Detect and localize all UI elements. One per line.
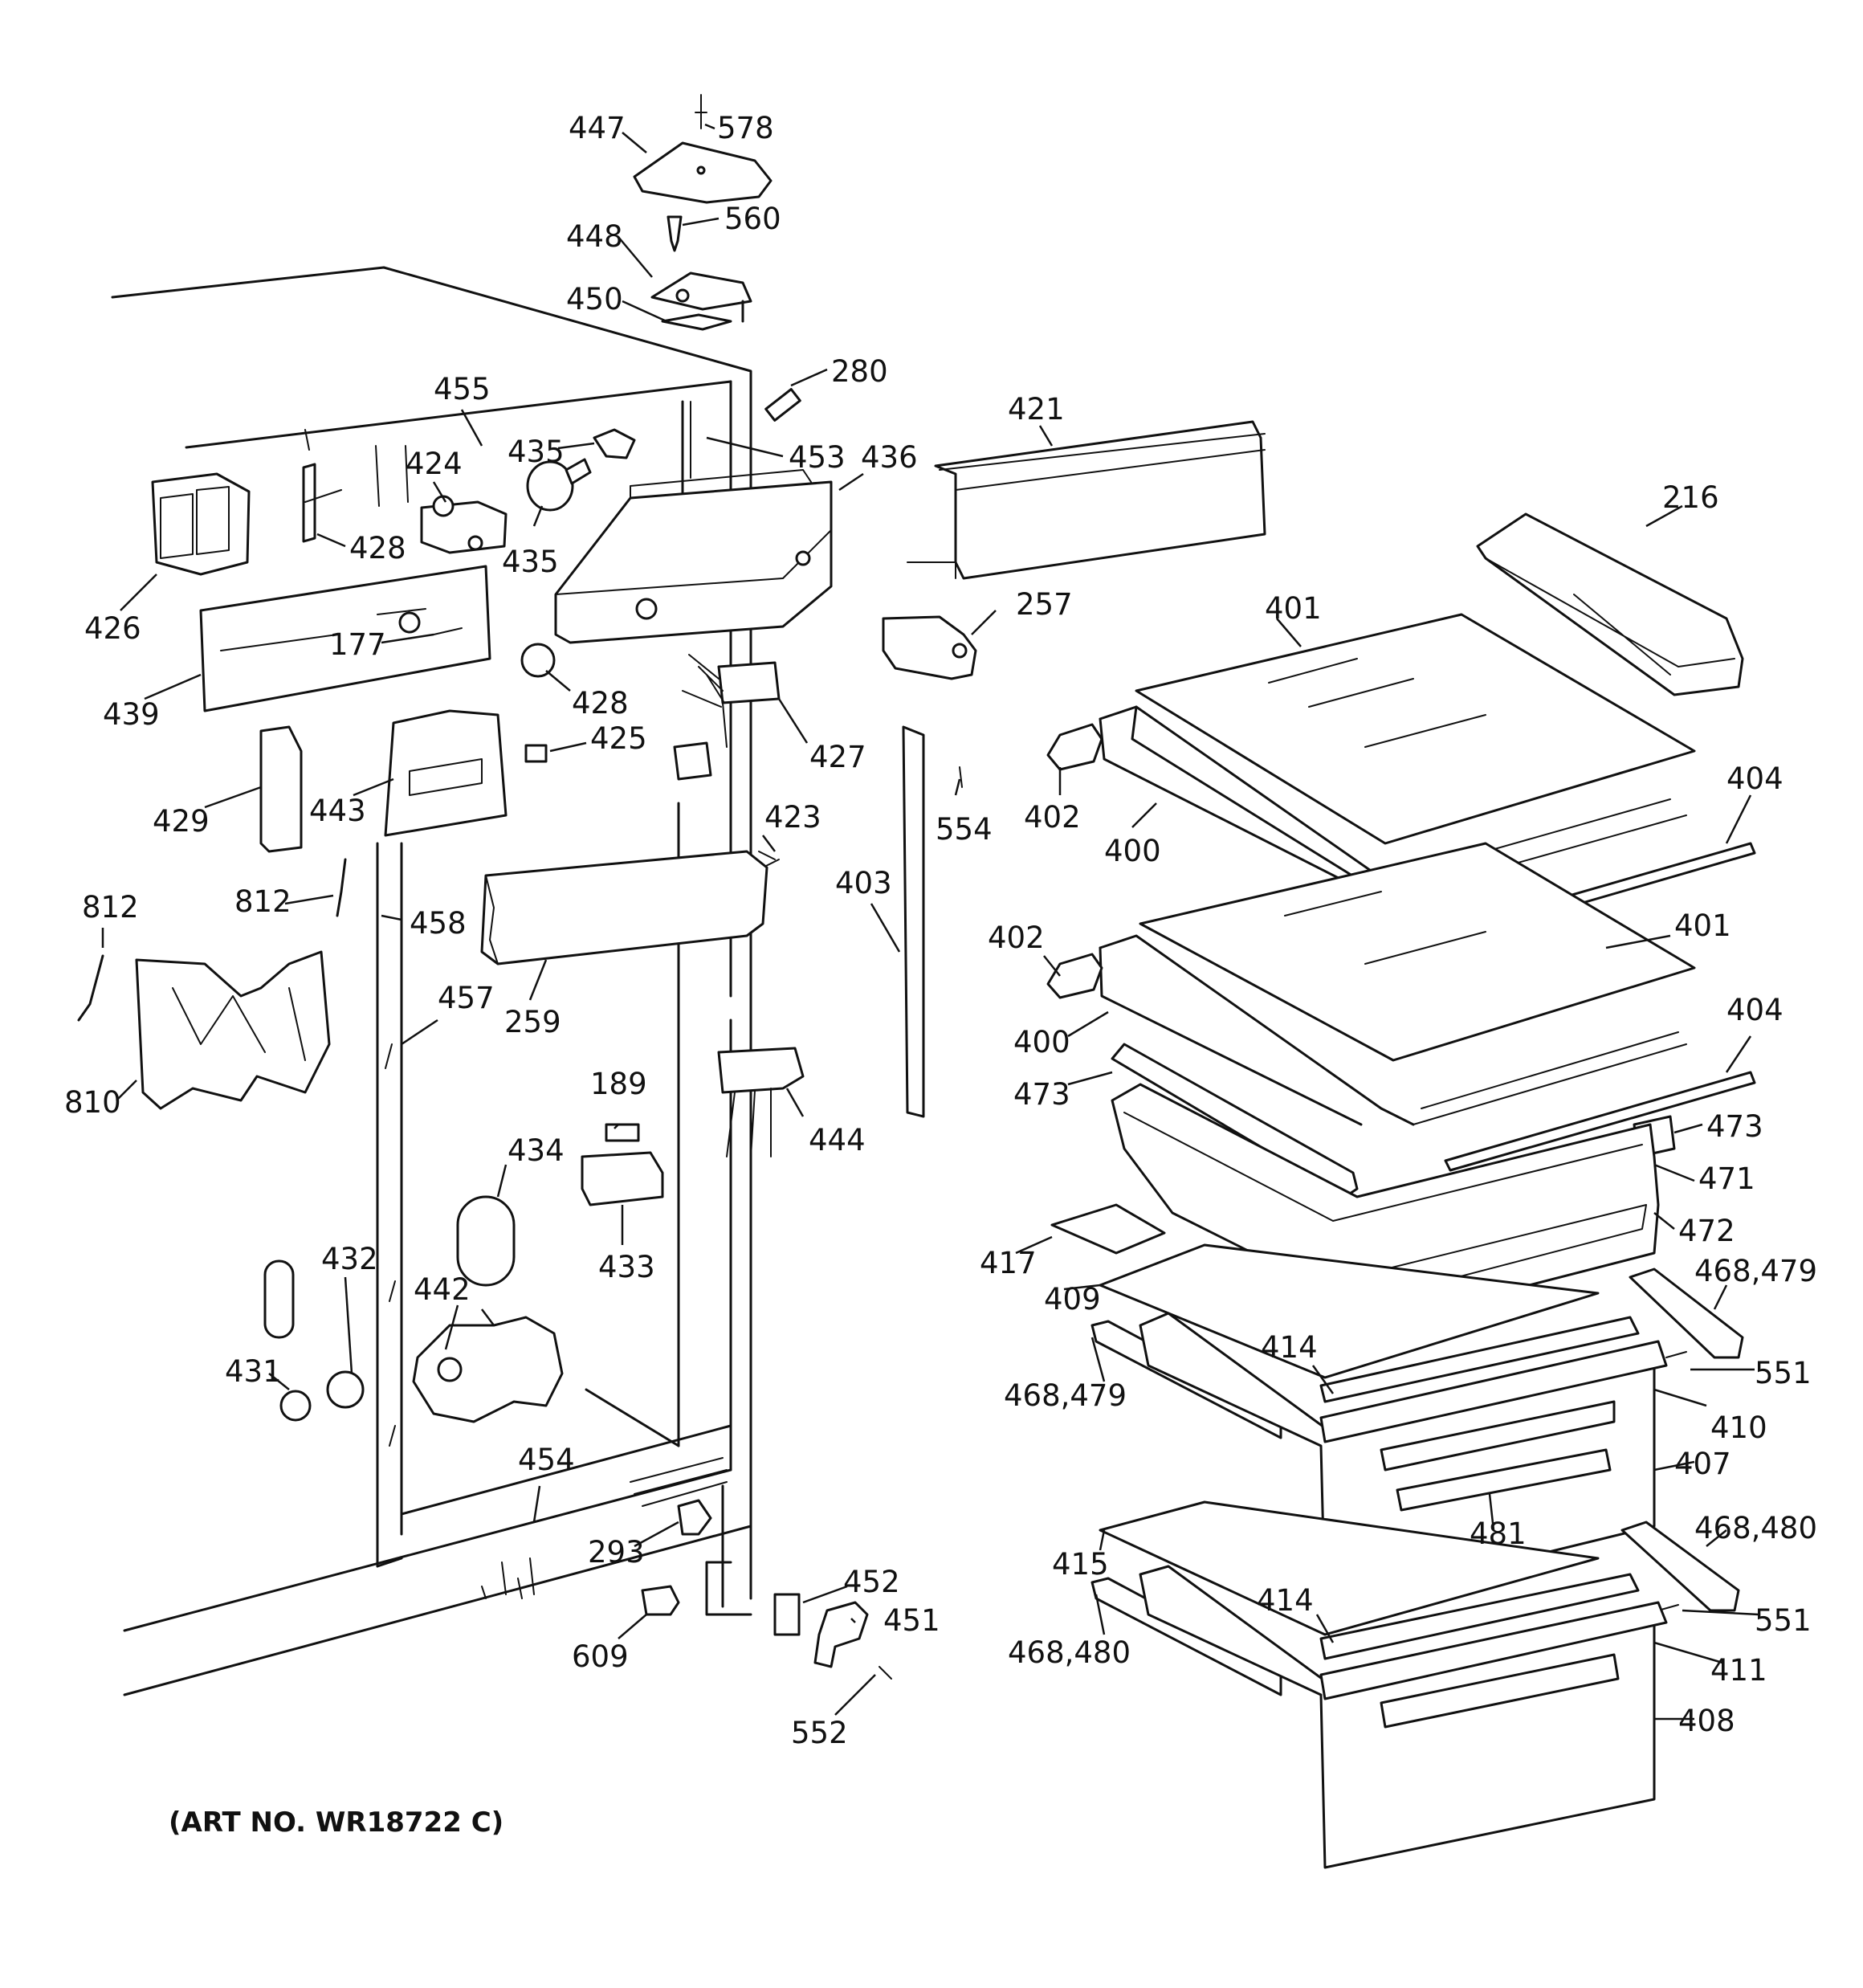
callout-labels: 578 447 448 560 450 280 455 421 435 424 … [64,111,1817,1750]
callout-410: 410 [1710,1410,1767,1445]
callout-407: 407 [1674,1447,1731,1481]
callout-468-479-left: 468,479 [1004,1378,1127,1413]
callout-578: 578 [717,111,774,145]
callout-551-upper: 551 [1755,1356,1812,1390]
callout-403: 403 [835,866,892,900]
callout-177: 177 [329,627,386,662]
callout-473-left: 473 [1013,1077,1070,1112]
callout-429: 429 [153,804,210,839]
callout-408: 408 [1678,1704,1735,1738]
callout-609: 609 [572,1639,629,1674]
callout-471: 471 [1698,1161,1755,1196]
callout-leaders [101,123,1759,1721]
callout-415: 415 [1052,1547,1109,1582]
callout-428-upper: 428 [349,531,406,565]
callout-442: 442 [414,1272,471,1307]
callout-400-lower: 400 [1013,1025,1070,1059]
callout-455: 455 [434,372,491,406]
callout-810: 810 [64,1085,121,1120]
callout-458: 458 [410,906,467,941]
callout-257: 257 [1016,587,1073,622]
callout-552: 552 [791,1716,848,1750]
callout-452: 452 [843,1565,900,1599]
callout-402-lower: 402 [988,921,1045,955]
callout-468-479-right: 468,479 [1694,1254,1817,1288]
callout-280: 280 [831,354,888,389]
callout-554: 554 [936,812,993,847]
callout-426: 426 [84,611,141,646]
callout-259: 259 [504,1005,561,1039]
callout-468-480-right: 468,480 [1694,1511,1817,1545]
callout-560: 560 [724,202,781,236]
callout-481: 481 [1470,1517,1527,1551]
callout-409: 409 [1044,1282,1101,1316]
parts-top-cluster [77,94,1744,1680]
callout-472: 472 [1678,1214,1735,1248]
callout-443: 443 [309,794,366,828]
callout-812-right: 812 [234,884,291,919]
callout-293: 293 [588,1535,645,1570]
callout-421: 421 [1008,392,1065,427]
callout-216: 216 [1662,480,1719,515]
art-number-caption: (ART NO. WR18722 C) [169,1806,503,1839]
shelves-and-pans [1046,613,1756,1869]
callout-402-upper: 402 [1024,800,1081,835]
callout-411: 411 [1710,1653,1767,1688]
callout-428-lower: 428 [572,686,629,720]
callout-448: 448 [566,219,623,254]
callout-454: 454 [518,1443,575,1477]
callout-404-upper: 404 [1726,761,1784,796]
callout-417: 417 [980,1246,1037,1280]
callout-444: 444 [809,1123,866,1157]
callout-424: 424 [406,447,463,481]
callout-189: 189 [590,1067,647,1101]
callout-423: 423 [764,800,821,835]
callout-447: 447 [569,111,626,145]
callout-404-lower: 404 [1726,993,1784,1027]
callout-400-upper: 400 [1104,834,1161,868]
callout-439: 439 [103,697,160,732]
callout-435-socket: 435 [508,435,565,469]
callout-425: 425 [590,721,647,756]
callout-401-lower: 401 [1674,908,1731,943]
callout-431: 431 [225,1354,282,1389]
callout-401-upper: 401 [1265,591,1322,626]
callout-432: 432 [321,1242,378,1276]
callout-468-480-left: 468,480 [1008,1635,1131,1670]
callout-414-upper: 414 [1261,1330,1318,1365]
callout-435-bulb: 435 [502,545,559,579]
callout-434: 434 [508,1133,565,1168]
callout-433: 433 [598,1250,655,1284]
callout-451: 451 [883,1603,940,1638]
callout-551-lower: 551 [1755,1603,1812,1638]
callout-457: 457 [438,981,495,1015]
callout-450: 450 [566,282,623,316]
callout-427: 427 [809,740,866,774]
callout-812-left: 812 [82,890,139,925]
callout-436: 436 [861,440,918,475]
callout-473-right: 473 [1706,1109,1763,1144]
callout-414-lower: 414 [1257,1583,1314,1618]
callout-453: 453 [789,440,846,475]
